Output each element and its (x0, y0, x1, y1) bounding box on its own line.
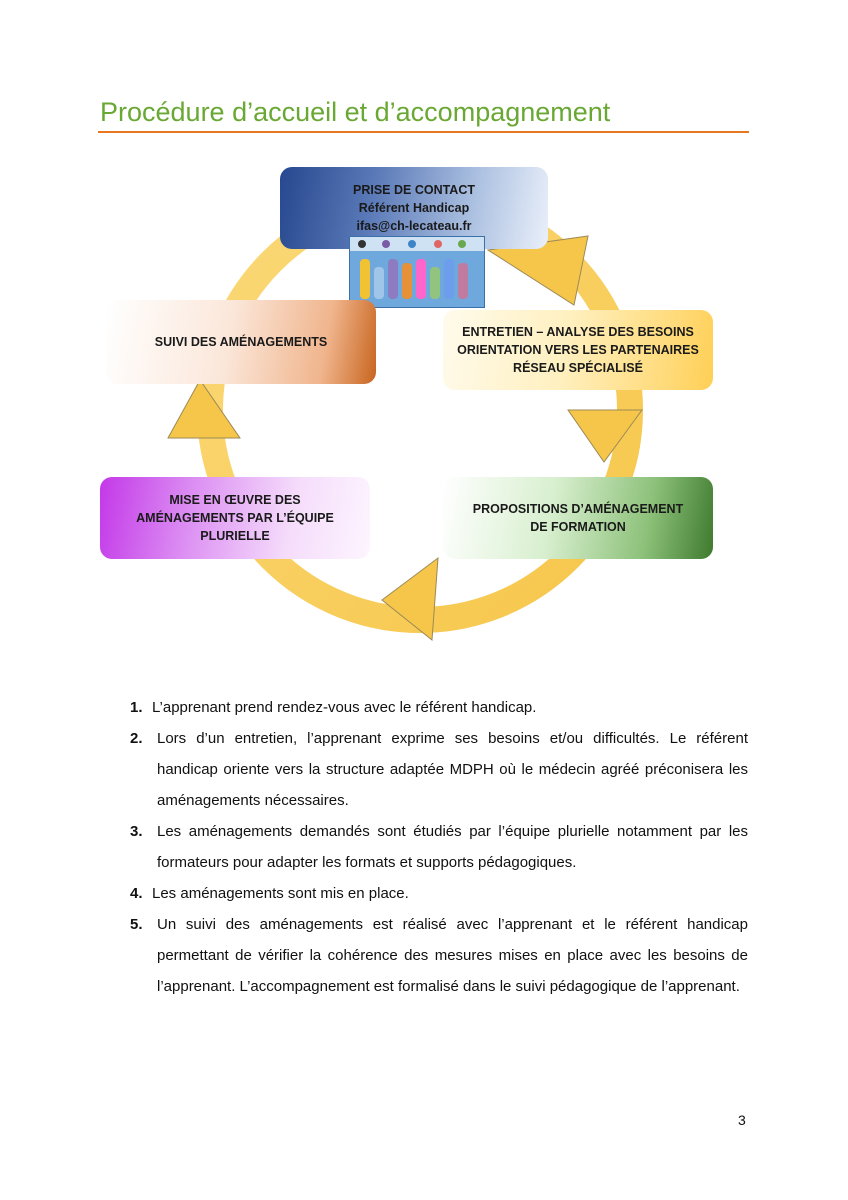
propositions-line1: PROPOSITIONS D’AMÉNAGEMENT (472, 502, 684, 516)
step-number: 2. (130, 730, 143, 747)
step-number: 5. (130, 916, 143, 933)
step-text: Un suivi des aménagements est réalisé av… (157, 916, 748, 995)
title-underline (98, 131, 749, 133)
step-number: 3. (130, 823, 143, 840)
page-title: Procédure d’accueil et d’accompagnement (100, 97, 611, 127)
mise-line2: AMÉNAGEMENTS PAR L’ÉQUIPE (136, 511, 334, 525)
mise-line1: MISE EN ŒUVRE DES (169, 493, 301, 507)
accessibility-people-illustration (349, 236, 485, 308)
contact-line1: PRISE DE CONTACT (353, 183, 475, 197)
contact-line2: Référent Handicap (358, 201, 470, 215)
step-number: 1. (130, 699, 143, 716)
step-text: Les aménagements sont mis en place. (152, 885, 409, 902)
mise-line3: PLURIELLE (200, 529, 270, 543)
step-text: Lors d’un entretien, l’apprenant exprime… (157, 730, 748, 809)
contact-line3: ifas@ch-lecateau.fr (356, 219, 472, 233)
entretien-line2: ORIENTATION VERS LES PARTENAIRES (457, 343, 699, 357)
step-box-entretien: ENTRETIEN – ANALYSE DES BESOINS ORIENTAT… (443, 310, 713, 390)
step-text: Les aménagements demandés sont étudiés p… (157, 823, 748, 871)
step-text: L’apprenant prend rendez-vous avec le ré… (152, 699, 537, 716)
step-box-mise-en-oeuvre: MISE EN ŒUVRE DES AMÉNAGEMENTS PAR L’ÉQU… (100, 477, 370, 559)
steps-list: 1. L’apprenant prend rendez-vous avec le… (130, 692, 748, 1002)
step-box-suivi: SUIVI DES AMÉNAGEMENTS (106, 300, 376, 384)
arrowhead-bottom (381, 556, 439, 641)
page-number: 3 (738, 1112, 746, 1128)
list-item: 1. L’apprenant prend rendez-vous avec le… (130, 692, 748, 723)
list-item: 3. Les aménagements demandés sont étudié… (130, 816, 748, 878)
list-item: 4. Les aménagements sont mis en place. (130, 878, 748, 909)
list-item: 2. Lors d’un entretien, l’apprenant expr… (130, 723, 748, 816)
step-number: 4. (130, 885, 143, 902)
list-item: 5. Un suivi des aménagements est réalisé… (130, 909, 748, 1002)
entretien-line1: ENTRETIEN – ANALYSE DES BESOINS (462, 325, 694, 339)
entretien-line3: RÉSEAU SPÉCIALISÉ (513, 361, 643, 375)
arrowhead-left (167, 379, 241, 439)
step-box-propositions: PROPOSITIONS D’AMÉNAGEMENT DE FORMATION (443, 477, 713, 559)
suivi-line1: SUIVI DES AMÉNAGEMENTS (154, 335, 328, 349)
propositions-line2: DE FORMATION (530, 520, 626, 534)
arrowhead-right (567, 409, 643, 463)
step-box-contact: PRISE DE CONTACT Référent Handicap ifas@… (280, 167, 548, 249)
